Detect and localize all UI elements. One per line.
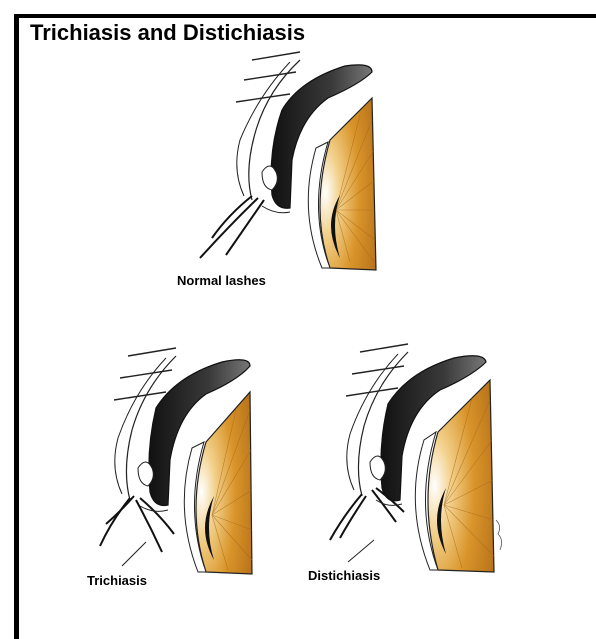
normal-iris [320,98,376,270]
label-distichiasis: Distichiasis [308,568,380,583]
distichiasis-eyelid-drawing [330,344,502,572]
label-normal-lashes: Normal lashes [177,273,266,288]
distichiasis-iris [428,380,494,572]
trichiasis-eyelid-drawing [100,348,252,574]
trichiasis-iris [196,392,252,574]
label-trichiasis: Trichiasis [87,573,147,588]
normal-eyelid-drawing [200,52,376,270]
